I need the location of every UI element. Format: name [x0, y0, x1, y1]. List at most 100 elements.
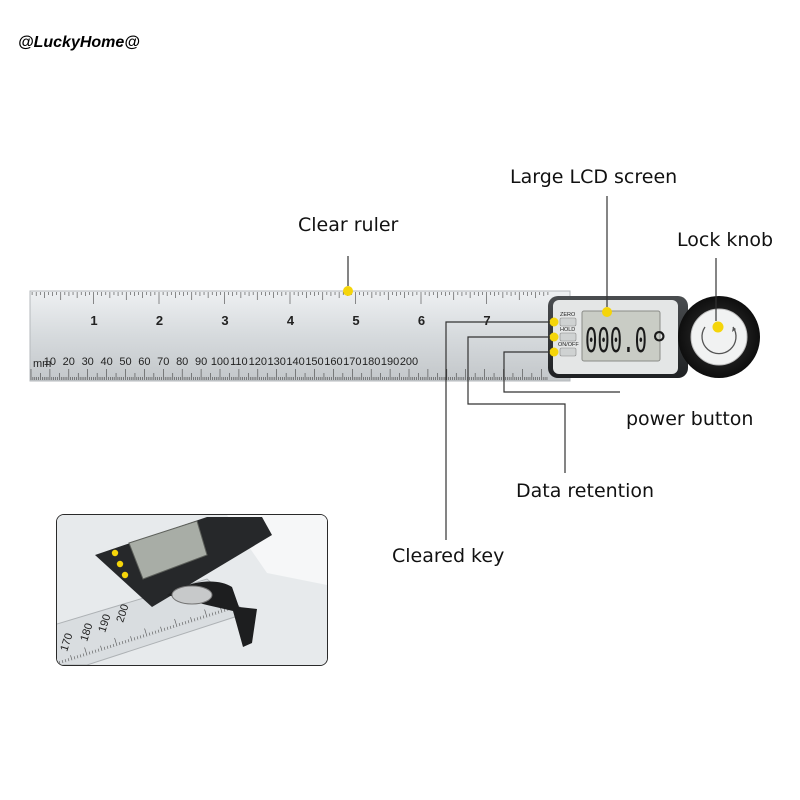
zero-button-label: ZERO [560, 312, 576, 318]
inset-tick [214, 611, 217, 615]
lcd-screen [581, 310, 661, 362]
inset-tick [103, 646, 106, 650]
inset-tick [112, 643, 115, 648]
inset-tick [88, 651, 91, 655]
inset-tick [151, 631, 154, 635]
inset-tick [91, 650, 94, 654]
inset-tick [61, 660, 64, 664]
inset-tick [118, 641, 121, 646]
inset-tick [217, 610, 220, 614]
inset-tick [193, 618, 196, 622]
inch-number: 3 [221, 313, 228, 328]
mm-number: 140 [286, 356, 304, 368]
inset-tick [127, 639, 130, 643]
inset-tick [82, 653, 85, 657]
mm-number: 60 [138, 356, 150, 368]
mm-number: 110 [230, 356, 248, 368]
inset-tick [190, 617, 193, 623]
marker-zero-button [549, 317, 559, 327]
mm-number: 180 [362, 356, 380, 368]
hold-button-label: HOLD [560, 327, 575, 333]
inch-number: 4 [287, 313, 295, 328]
inset-mm-number: 190 [96, 613, 113, 634]
mm-number: 150 [305, 356, 323, 368]
label-clear-ruler: Clear ruler [298, 214, 399, 236]
inset-tick [94, 649, 97, 653]
inset-tick [157, 629, 160, 633]
inset-power-marker [121, 571, 129, 579]
inset-tick [114, 637, 118, 647]
inch-number: 5 [352, 313, 359, 328]
inset-mm-number: 180 [78, 622, 95, 643]
inset-tick [144, 628, 148, 637]
inch-number: 1 [90, 313, 97, 328]
ruler-ticks [30, 292, 549, 380]
inset-tick [169, 625, 172, 629]
inset-tick [208, 613, 211, 617]
inset-tick [220, 607, 223, 613]
inset-tick [184, 621, 187, 625]
inset-tick [109, 644, 112, 648]
ruler-mm-unit: mm [33, 358, 51, 370]
mm-number: 10 [44, 356, 56, 368]
marker-power-button [549, 347, 559, 357]
mm-number: 170 [343, 356, 361, 368]
mm-number: 50 [119, 356, 131, 368]
inch-number: 6 [418, 313, 425, 328]
inset-tick [97, 648, 100, 652]
inset-tick [178, 622, 181, 627]
power-button[interactable] [559, 347, 577, 357]
inset-tick [121, 641, 124, 645]
label-lock-knob: Lock knob [677, 229, 774, 251]
inset-mm-number: 170 [58, 632, 75, 653]
mm-number: 190 [381, 356, 399, 368]
mm-number: 20 [63, 356, 75, 368]
lcd-value: 000.0 [585, 321, 647, 361]
mm-number: 70 [157, 356, 169, 368]
inset-tick [204, 609, 208, 618]
label-lcd-screen: Large LCD screen [510, 166, 678, 188]
zero-button[interactable] [559, 317, 577, 327]
inset-tick [79, 654, 82, 658]
inset-tick [133, 637, 136, 641]
inset-tick [166, 626, 169, 630]
mm-number: 200 [400, 356, 418, 368]
inset-tick [76, 655, 79, 659]
inset-tick [172, 624, 175, 629]
inset-tick [124, 640, 127, 644]
watermark: @LuckyHome@ [18, 34, 140, 51]
lcd-unit: ° [649, 325, 669, 365]
rotate-arrow-icon [701, 326, 737, 355]
inset-tick [67, 658, 70, 662]
marker-lcd [602, 307, 612, 317]
mm-number: 120 [249, 356, 267, 368]
marker-clear-ruler [343, 286, 353, 296]
inset-tick [58, 660, 61, 665]
inch-number: 2 [156, 313, 163, 328]
inset-hold-marker [116, 560, 124, 568]
device-buttons: ZERO HOLD ON/OFF [558, 312, 579, 357]
inset-tick [64, 659, 67, 663]
mm-number: 100 [211, 356, 229, 368]
mm-number: 30 [82, 356, 94, 368]
mm-number: 80 [176, 356, 188, 368]
inset-tick [181, 622, 184, 626]
label-cleared-key: Cleared key [392, 545, 505, 567]
inset-tick [73, 656, 76, 660]
inset-tick [196, 617, 199, 621]
marker-hold-button [549, 332, 559, 342]
inset-tick [136, 636, 139, 640]
inset-tick [199, 616, 202, 620]
inset-tick [154, 630, 157, 634]
inset-tick [211, 612, 214, 616]
marker-lock-knob [712, 321, 724, 333]
inset-tick [139, 635, 142, 639]
inset-tick [223, 608, 226, 612]
label-power-button: power button [626, 408, 754, 430]
hold-button[interactable] [559, 332, 577, 342]
inset-tick [100, 645, 103, 651]
